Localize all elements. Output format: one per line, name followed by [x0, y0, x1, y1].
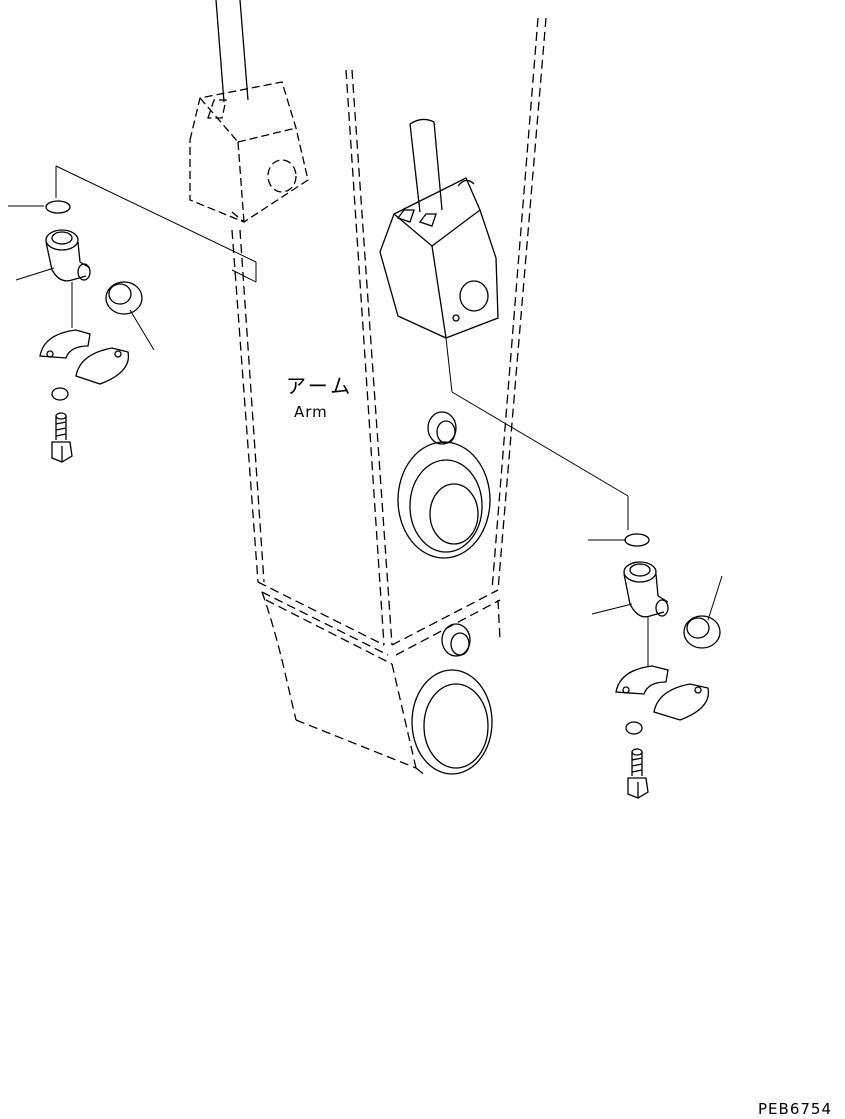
right-parts-leader-lines	[445, 337, 723, 666]
left-parts-leader-lines	[8, 165, 257, 351]
left-split-flange	[39, 329, 130, 385]
upper-hose-pipe	[215, 0, 249, 103]
left-elbow-fitting	[45, 229, 91, 282]
upper-valve-block	[189, 81, 309, 223]
arm-label-japanese: アーム	[286, 374, 354, 398]
left-spacer-ring	[105, 281, 143, 315]
upper-pin-boss	[397, 411, 491, 559]
figure-code: PEB6754	[758, 1100, 832, 1118]
left-washer	[51, 387, 69, 401]
right-bolt	[627, 748, 649, 799]
right-split-flange	[615, 665, 710, 721]
left-bolt	[51, 412, 73, 463]
right-o-ring	[624, 533, 650, 547]
right-washer	[625, 721, 643, 735]
arm-label-english: Arm	[294, 403, 328, 421]
left-o-ring	[45, 200, 71, 214]
right-hose-pipe	[409, 118, 443, 213]
arm-body-outline	[231, 17, 547, 777]
lower-pin-boss	[411, 623, 493, 775]
right-elbow-fitting	[623, 561, 669, 618]
right-spacer-ring	[683, 615, 721, 649]
right-valve-block	[379, 177, 499, 339]
